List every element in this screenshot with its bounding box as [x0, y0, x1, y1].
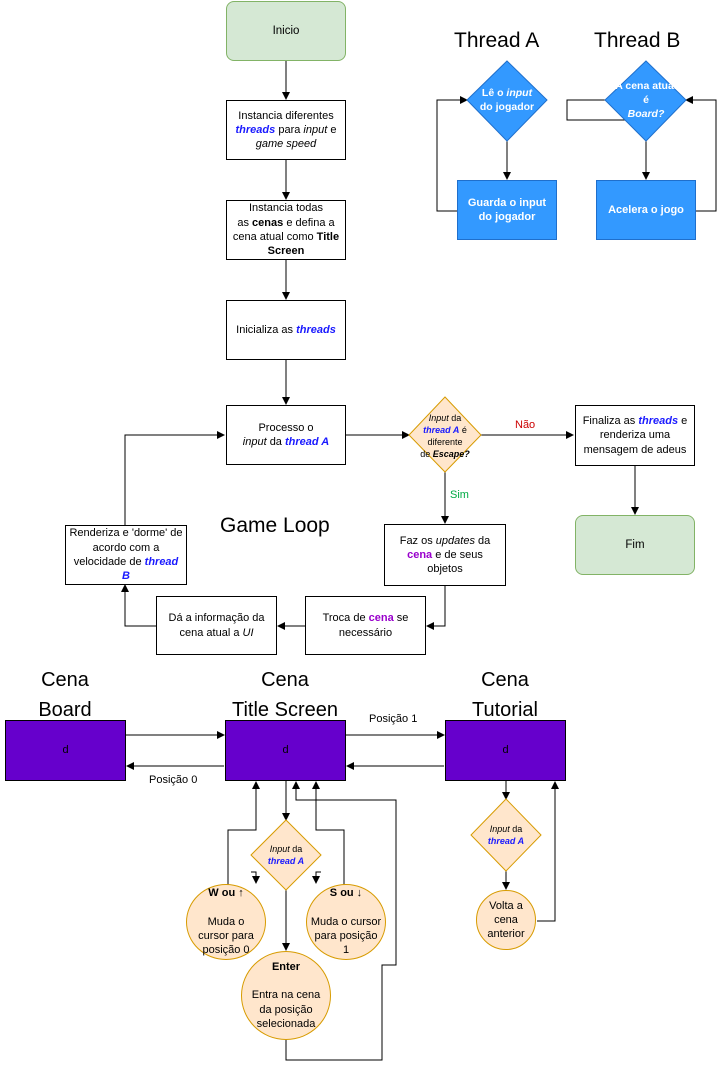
game-loop-heading: Game Loop: [220, 514, 330, 537]
processa-input-node: Processo o input da thread A: [226, 405, 346, 465]
edge-label-sim: Sim: [450, 489, 469, 501]
edge-threadB-loop: [685, 96, 717, 212]
edge-informacao-renderiza: [121, 584, 156, 627]
inicializa-threads-node: Inicializa as threads: [226, 300, 346, 360]
scene-title-box: d: [225, 720, 346, 781]
s-cursor-node: S ou ↓Muda o cursor para posição 1: [306, 884, 386, 960]
decision-thread-b-diamond: [604, 60, 687, 142]
guarda-input-node: Guarda o input do jogador: [457, 180, 557, 240]
decision-thread-a-diamond: [466, 60, 548, 142]
w-cursor-node: W ou ↑Muda o cursor para posição 0: [186, 884, 266, 960]
updates-node: Faz os updates da cena e de seus objetos: [384, 524, 506, 586]
edge-decision-s: [312, 871, 321, 884]
finaliza-node: Finaliza as threads e renderiza uma mens…: [575, 405, 695, 466]
instancia-cenas-node: Instancia todas as cenas e defina a cena…: [226, 200, 346, 260]
edge-w-title: [227, 781, 260, 885]
edge-label-posicao-0: Posição 0: [149, 774, 198, 786]
end-node: Fim: [575, 515, 695, 575]
edge-threadA-loop: [436, 96, 468, 212]
scene-tutorial-box: d: [445, 720, 566, 781]
renderiza-node: Renderiza e 'dorme' de acordo com a velo…: [65, 525, 187, 585]
edge-label-nao: Não: [515, 419, 536, 431]
scene-board-box: d: [5, 720, 126, 781]
decision-escape-diamond: [408, 396, 482, 473]
edge-label-posicao-1: Posição 1: [369, 713, 418, 725]
informacao-ui-node: Dá a informação da cena atual a UI: [156, 596, 277, 655]
edge-updates-troca: [426, 586, 446, 630]
acelera-jogo-node: Acelera o jogo: [596, 180, 696, 240]
edge-volta-tutorial: [537, 781, 559, 922]
thread-a-heading: Thread A: [454, 29, 540, 52]
edge-threadB-side: [566, 99, 647, 124]
edge-decision-w: [251, 871, 260, 884]
decision-title-input-diamond: [250, 819, 322, 891]
edge-enter-title: [285, 781, 397, 1061]
thread-b-heading: Thread B: [594, 29, 681, 52]
volta-cena-node: Volta a cena anterior: [476, 890, 536, 950]
troca-cena-node: Troca de cena se necessário: [305, 596, 426, 655]
instancia-threads-node: Instancia diferentes threads para input …: [226, 100, 346, 160]
edge-s-title: [312, 781, 345, 885]
start-node: Inicio: [226, 1, 346, 61]
edge-renderiza-processa: [124, 431, 225, 525]
decision-tutorial-input-diamond: [470, 798, 542, 872]
decision-escape-text: Input da thread A é diferente de Escape?: [420, 412, 470, 460]
